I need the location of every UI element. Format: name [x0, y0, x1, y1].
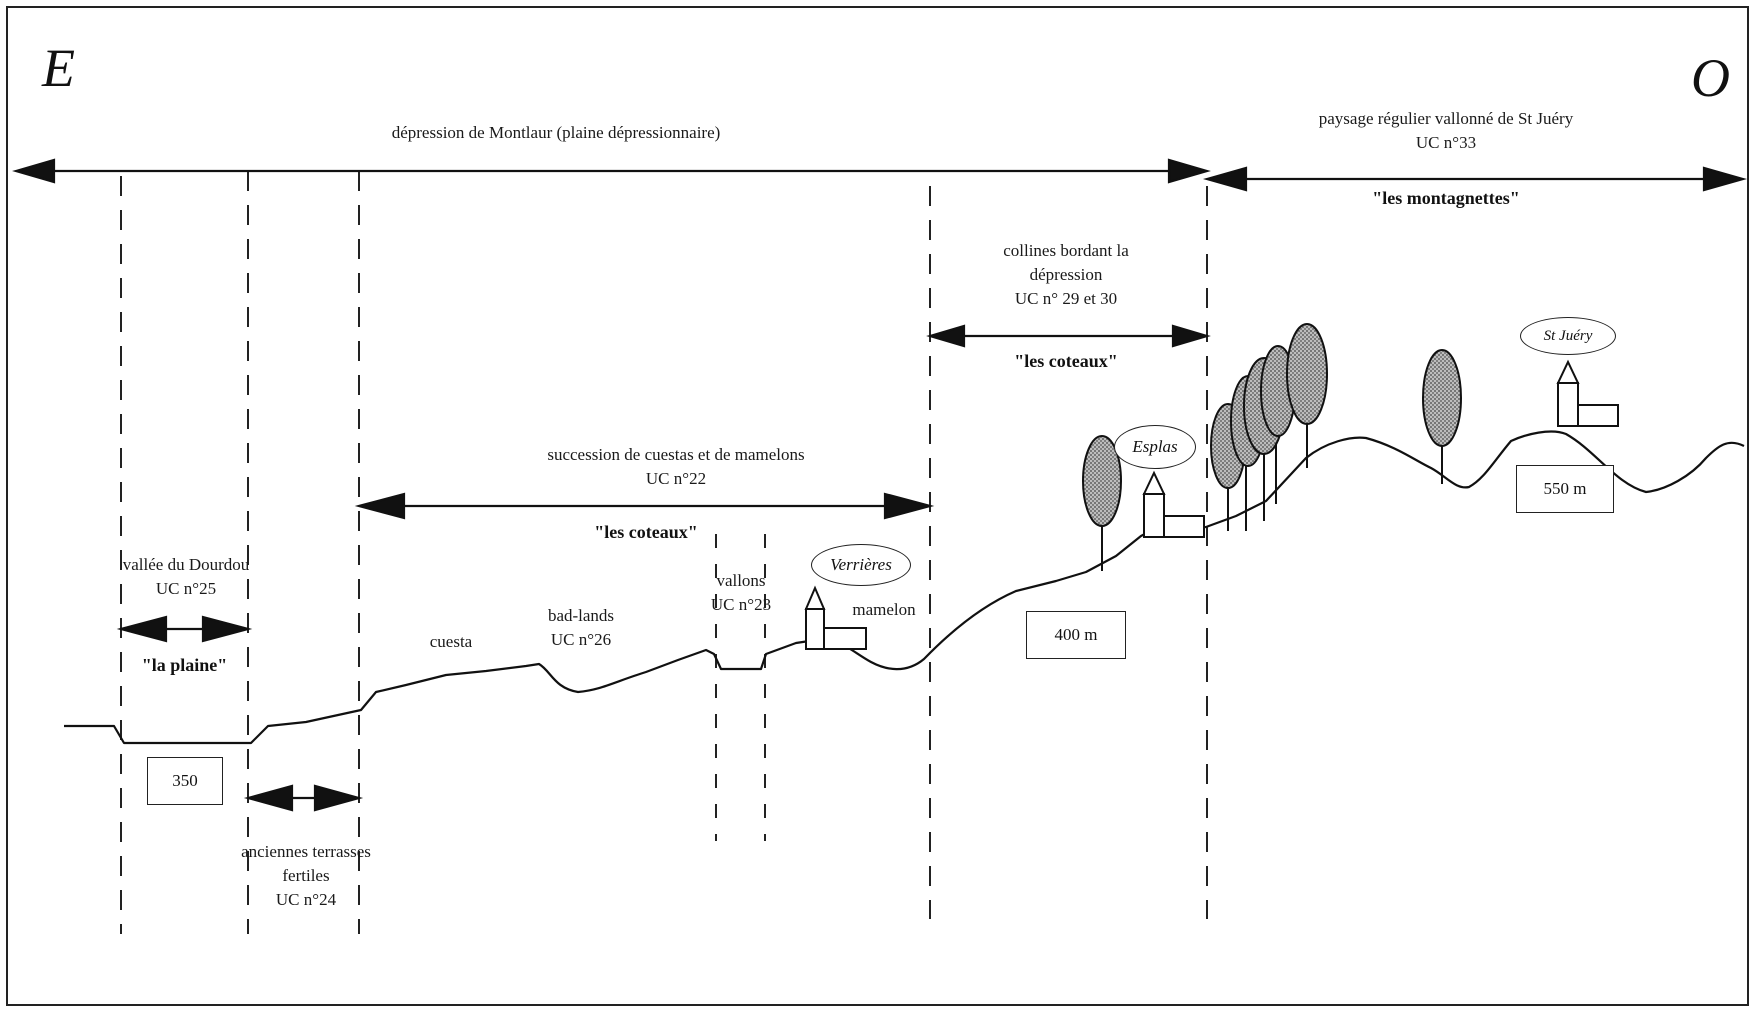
- nickname-plaine: "la plaine": [121, 655, 248, 676]
- altitude-350: 350: [147, 757, 223, 805]
- nickname-coteaux-collines: "les coteaux": [986, 351, 1146, 372]
- zone-title-cuestas: succession de cuestas et de mamelons UC …: [486, 443, 866, 491]
- east-label: E: [42, 41, 75, 95]
- zone-title-collines: collines bordant la dépression UC n° 29 …: [966, 239, 1166, 311]
- tree-group-esplas: [1083, 436, 1121, 571]
- zone-title-st-juery: paysage régulier vallonné de St Juéry UC…: [1276, 107, 1616, 155]
- landform-mamelon: mamelon: [834, 598, 934, 622]
- village-esplas: Esplas: [1114, 425, 1196, 469]
- church-st-juery: [1558, 362, 1618, 426]
- tree: [1287, 324, 1327, 424]
- altitude-550: 550 m: [1516, 465, 1614, 513]
- altitude-400: 400 m: [1026, 611, 1126, 659]
- village-verrieres: Verrières: [811, 544, 911, 586]
- tree: [1423, 350, 1461, 446]
- landform-cuesta: cuesta: [411, 630, 491, 654]
- zone-title-terrasses: anciennes terrasses fertiles UC n°24: [211, 840, 401, 912]
- range-arrows: [16, 160, 1743, 810]
- zone-title-badlands: bad-lands UC n°26: [521, 604, 641, 652]
- church-esplas: [1144, 473, 1204, 537]
- nickname-coteaux-cuestas: "les coteaux": [566, 522, 726, 543]
- zone-title-montlaur: dépression de Montlaur (plaine dépressio…: [336, 121, 776, 145]
- terrain-profile: [64, 432, 1744, 743]
- village-st-juery: St Juéry: [1520, 317, 1616, 355]
- tree-group-ridge: [1211, 324, 1461, 531]
- zone-title-dourdou: vallée du Dourdou UC n°25: [91, 553, 281, 601]
- west-label: O: [1691, 51, 1730, 105]
- landscape-cross-section: E O dépression de Montlaur (plaine dépre…: [6, 6, 1749, 1006]
- nickname-montagnettes: "les montagnettes": [1346, 188, 1546, 209]
- zone-title-vallons: vallons UC n°23: [691, 569, 791, 617]
